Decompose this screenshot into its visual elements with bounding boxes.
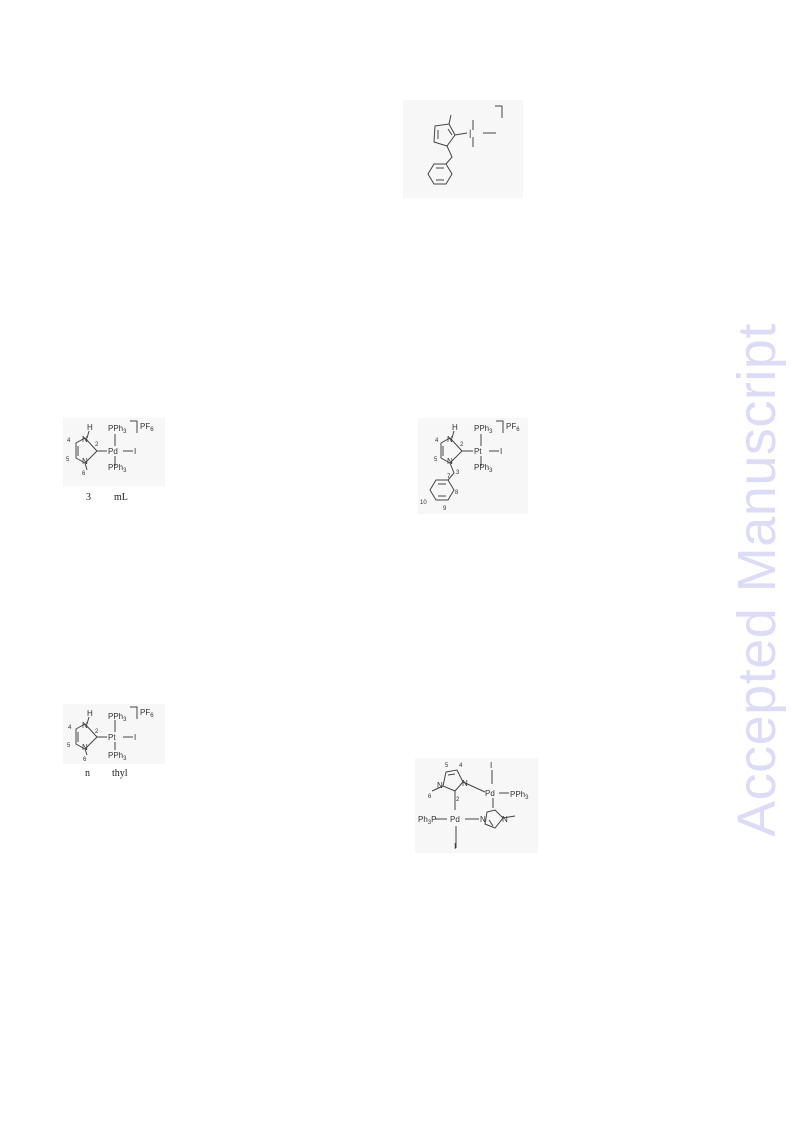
atom-i-top: I [490, 761, 492, 770]
locant-5: 5 [67, 743, 71, 749]
locant-2: 2 [456, 797, 460, 803]
atom-n-b2: N [502, 815, 508, 824]
atom-i-bottom: I [454, 842, 456, 851]
counterion-pf6: PF6 [140, 422, 154, 433]
locant-4: 4 [435, 438, 439, 444]
locant-8: 8 [455, 490, 459, 496]
pt-nh-drawing: H N N Pt I PPh3 PPh3 PF6 4 5 2 6 [67, 706, 154, 763]
atom-h: H [452, 423, 458, 432]
locant-6: 6 [82, 471, 86, 477]
atom-metal-placeholder: | [469, 128, 471, 138]
locant-10: 10 [420, 500, 427, 506]
counterion-pf6: PF6 [506, 422, 520, 433]
atom-i: I [500, 447, 502, 456]
atom-n2: N [447, 457, 453, 466]
atom-n2: N [82, 457, 88, 466]
atom-h: H [87, 709, 93, 718]
caption-fragment-right: mL [114, 492, 128, 503]
ligand-pph3-top: PPh3 [108, 424, 127, 435]
atom-n-b1: N [480, 815, 486, 824]
locant-6: 6 [428, 794, 432, 800]
atom-n1: N [447, 435, 453, 444]
counterion-pf6: PF6 [140, 708, 154, 719]
locant-3: 3 [456, 470, 460, 476]
benzyl-partial-drawing: | [427, 105, 503, 185]
pd-dimer-drawing: N N N N Pd Pd PPh3 Ph3P I I 5 4 6 2 [418, 761, 529, 851]
locant-5: 5 [445, 763, 449, 769]
locant-5: 5 [434, 457, 438, 463]
locant-7: 7 [447, 474, 451, 480]
caption-fragment-left: n [85, 768, 90, 779]
atom-pd-top: Pd [485, 789, 495, 798]
atom-n-a2: N [462, 779, 468, 788]
pt-benzyl-drawing: H N N Pt I PPh3 PPh3 PF6 4 5 2 3 7 8 9 1… [420, 420, 520, 512]
atom-n-a1: N [437, 781, 443, 790]
atom-h: H [87, 423, 93, 432]
atom-pd: Pd [108, 447, 118, 456]
structure-figure-pd-dimer: N N N N Pd Pd PPh3 Ph3P I I 5 4 6 2 [415, 758, 538, 853]
locant-6: 6 [83, 757, 87, 763]
ligand-pph3-bottom: PPh3 [474, 463, 493, 474]
locant-4: 4 [67, 438, 71, 444]
pd-nh-drawing: H N N Pd I PPh3 PPh3 PF6 4 5 2 6 [66, 420, 154, 477]
atom-i: I [134, 447, 136, 456]
ligand-pph3-top: PPh3 [108, 712, 127, 723]
locant-2: 2 [95, 729, 99, 735]
atom-pt: Pt [108, 733, 116, 742]
locant-2: 2 [95, 442, 99, 448]
atom-i: I [134, 733, 136, 742]
accepted-manuscript-watermark: Accepted Manuscript [727, 323, 787, 837]
atom-n1: N [82, 435, 88, 444]
locant-4: 4 [459, 763, 463, 769]
ligand-pph3-bottom: PPh3 [108, 751, 127, 762]
ligand-pph3-top: PPh3 [474, 424, 493, 435]
ligand-pph3-bottom: PPh3 [108, 463, 127, 474]
ligand-pph3-right: PPh3 [510, 790, 529, 801]
atom-pt: Pt [474, 447, 482, 456]
structure-figure-pd-nh: H N N Pd I PPh3 PPh3 PF6 4 5 2 6 [63, 418, 165, 486]
caption-fragment-left: 3 [86, 492, 91, 503]
locant-2: 2 [460, 442, 464, 448]
locant-4: 4 [68, 725, 72, 731]
locant-9: 9 [443, 506, 447, 512]
atom-n1: N [82, 721, 88, 730]
structure-figure-pt-benzyl: H N N Pt I PPh3 PPh3 PF6 4 5 2 3 7 8 9 1… [418, 418, 528, 514]
structure-figure-pt-nh: H N N Pt I PPh3 PPh3 PF6 4 5 2 6 [63, 704, 165, 764]
caption-fragment-right: thyl [112, 768, 128, 779]
atom-n2: N [82, 743, 88, 752]
atom-pd-bottom: Pd [450, 815, 460, 824]
ligand-ph3p-left: Ph3P [418, 815, 436, 826]
structure-figure-benzyl-partial: | [403, 100, 523, 198]
locant-5: 5 [66, 457, 70, 463]
